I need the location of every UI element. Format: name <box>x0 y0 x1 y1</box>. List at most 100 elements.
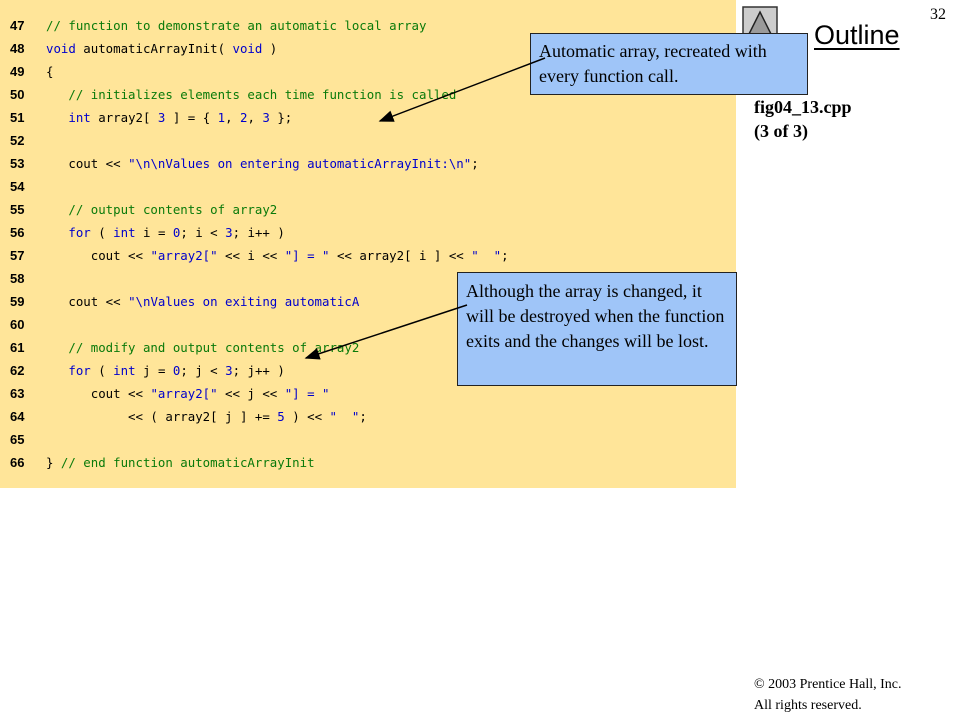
line-number: 54 <box>10 179 25 194</box>
code-token: 3 <box>225 363 233 378</box>
code-token: 1 <box>217 110 226 125</box>
code-token: int <box>113 225 136 240</box>
code-token: } <box>46 455 61 470</box>
code-line: 57 cout << "array2[" << i << "] = " << a… <box>0 244 736 267</box>
code-line: 66} // end function automaticArrayInit <box>0 451 736 474</box>
line-number: 62 <box>10 363 25 378</box>
code-token: "array2[" <box>150 386 218 401</box>
code-token: ; <box>501 248 509 263</box>
code-token: , <box>247 110 263 125</box>
code-line: 58 <box>0 267 736 290</box>
code-text: for ( int i = 0; i < 3; i++ ) <box>46 221 284 244</box>
line-number: 50 <box>10 87 25 102</box>
code-token: ; <box>471 156 479 171</box>
code-line: 64 << ( array2[ j ] += 5 ) << " "; <box>0 405 736 428</box>
code-line: 63 cout << "array2[" << j << "] = " <box>0 382 736 405</box>
code-token: 0 <box>172 363 181 378</box>
code-token: ; i < <box>180 225 226 240</box>
line-number: 63 <box>10 386 25 401</box>
code-text: cout << "\n\nValues on entering automati… <box>46 152 479 175</box>
code-token: // end function automaticArrayInit <box>60 455 315 470</box>
code-line: 49 { <box>0 60 736 83</box>
code-token: , <box>225 110 240 125</box>
code-token: " " <box>329 409 360 424</box>
code-token: cout << <box>46 294 129 309</box>
code-line: 52 <box>0 129 736 152</box>
code-text: // function to demonstrate an automatic … <box>46 14 426 37</box>
code-token: ; j < <box>180 363 226 378</box>
code-text: << ( array2[ j ] += 5 ) << " "; <box>46 405 367 428</box>
code-token: ( <box>90 363 114 378</box>
code-token: 3 <box>262 110 270 125</box>
code-token: i = <box>135 225 173 240</box>
code-text: cout << "\nValues on exiting automaticA <box>46 290 359 313</box>
line-number: 65 <box>10 432 25 447</box>
code-line: 56 for ( int i = 0; i < 3; i++ ) <box>0 221 736 244</box>
line-number: 60 <box>10 317 25 332</box>
code-line: 54 <box>0 175 736 198</box>
code-text: int array2[ 3 ] = { 1, 2, 3 }; <box>46 106 292 129</box>
code-token: ) <box>262 41 278 56</box>
slide-number: 32 <box>930 6 946 23</box>
code-token: cout << <box>46 248 151 263</box>
line-number: 48 <box>10 41 25 56</box>
code-token: ( <box>90 225 114 240</box>
file-name: fig04_13.cpp <box>754 97 852 117</box>
code-token: 3 <box>157 110 166 125</box>
code-token: "] = " <box>284 386 330 401</box>
code-line: 53 cout << "\n\nValues on entering autom… <box>0 152 736 175</box>
code-token: "array2[" <box>150 248 218 263</box>
code-token: << array2[ i ] << <box>329 248 472 263</box>
code-line: 65 <box>0 428 736 451</box>
line-number: 53 <box>10 156 25 171</box>
line-number: 51 <box>10 110 25 125</box>
code-token: cout << <box>46 156 129 171</box>
line-number: 52 <box>10 133 25 148</box>
code-token: // modify and output contents of array2 <box>46 340 360 355</box>
code-token: ] = { <box>165 110 218 125</box>
code-token <box>46 225 68 240</box>
code-token: void <box>46 41 76 56</box>
code-token: int <box>113 363 136 378</box>
code-token: // function to demonstrate an automatic … <box>46 18 427 33</box>
line-number: 59 <box>10 294 25 309</box>
code-token: << j << <box>217 386 285 401</box>
code-text: cout << "array2[" << i << "] = " << arra… <box>46 244 509 267</box>
code-token: { <box>46 64 54 79</box>
line-number: 57 <box>10 248 25 263</box>
outline-link[interactable]: Outline <box>814 20 900 50</box>
code-token: automaticArrayInit( <box>75 41 233 56</box>
code-token: cout << <box>46 386 151 401</box>
code-line: 47 // function to demonstrate an automati… <box>0 14 736 37</box>
code-token: ) << <box>284 409 330 424</box>
code-token: 0 <box>172 225 181 240</box>
code-token: "] = " <box>284 248 330 263</box>
code-token <box>46 363 68 378</box>
code-line: 55 // output contents of array2 <box>0 198 736 221</box>
code-token: 2 <box>240 110 248 125</box>
code-token: for <box>68 225 91 240</box>
code-text: // output contents of array2 <box>46 198 277 221</box>
code-text: // modify and output contents of array2 <box>46 336 359 359</box>
line-number: 58 <box>10 271 25 286</box>
rights-line: All rights reserved. <box>754 698 862 713</box>
line-number: 55 <box>10 202 25 217</box>
code-text: for ( int j = 0; j < 3; j++ ) <box>46 359 285 382</box>
code-token: }; <box>269 110 293 125</box>
code-token: array2[ <box>90 110 158 125</box>
code-token: 3 <box>225 225 233 240</box>
code-token: ; j++ ) <box>232 363 285 378</box>
code-text: { <box>46 60 53 83</box>
code-line: 60 <box>0 313 736 336</box>
code-text: void automaticArrayInit( void ) <box>46 37 277 60</box>
page-indicator: (3 of 3) <box>754 121 808 141</box>
code-token: << i << <box>217 248 285 263</box>
line-number: 49 <box>10 64 25 79</box>
code-line: 51 int array2[ 3 ] = { 1, 2, 3 }; <box>0 106 736 129</box>
code-token: "\n\nValues on entering automaticArrayIn… <box>128 156 472 171</box>
line-number: 66 <box>10 455 25 470</box>
line-number: 47 <box>10 18 25 33</box>
code-line: 62 for ( int j = 0; j < 3; j++ ) <box>0 359 736 382</box>
line-number: 56 <box>10 225 25 240</box>
copyright-notice: © 2003 Prentice Hall, Inc. All rights re… <box>754 674 902 716</box>
